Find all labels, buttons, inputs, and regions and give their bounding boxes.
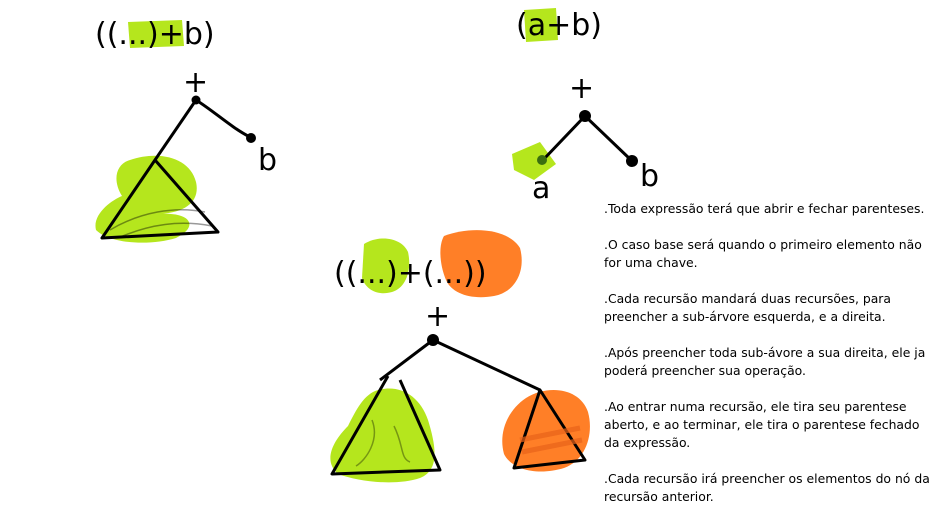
diagram-bottom: ((...)+(...)) + bbox=[330, 230, 590, 483]
expression-highlight-green bbox=[524, 8, 558, 42]
left-subtree-scribble bbox=[109, 209, 213, 239]
right-leaf-node bbox=[246, 133, 256, 143]
diagram-top-right: (a+b) + a b bbox=[512, 8, 659, 206]
left-subtree-fill-green bbox=[330, 388, 435, 483]
expression-highlight-green bbox=[128, 20, 184, 48]
edge-root-left bbox=[153, 99, 198, 161]
right-leaf-label: b bbox=[258, 143, 277, 178]
left-subtree-triangle bbox=[330, 375, 442, 476]
expression-top-right: (a+b) bbox=[516, 8, 602, 43]
note-item: .Cada recursão mandará duas recursões, p… bbox=[604, 291, 891, 324]
operator-top-left: + bbox=[183, 65, 208, 100]
root-node bbox=[427, 334, 439, 346]
expression-highlight-orange bbox=[440, 230, 522, 298]
note-item: .O caso base será quando o primeiro elem… bbox=[604, 237, 922, 270]
left-leaf-highlight-green bbox=[512, 142, 556, 180]
edge-root-right bbox=[583, 114, 633, 162]
left-subtree-triangle bbox=[100, 158, 220, 240]
root-node bbox=[191, 95, 201, 105]
note-item: .Após preencher toda sub-ávore a sua dir… bbox=[604, 345, 926, 378]
notes-panel: .Toda expressão terá que abrir e fechar … bbox=[604, 200, 934, 524]
left-leaf-label: a bbox=[532, 171, 550, 206]
edge-root-right bbox=[432, 338, 541, 392]
edge-root-left bbox=[379, 338, 434, 382]
operator-top-right: + bbox=[569, 71, 594, 106]
note-item: .Ao entrar numa recursão, ele tira seu p… bbox=[604, 399, 920, 450]
root-node bbox=[579, 110, 591, 122]
left-leaf-node bbox=[537, 155, 547, 165]
right-leaf-node bbox=[626, 155, 638, 167]
right-subtree-scribble bbox=[519, 425, 583, 455]
edge-root-left bbox=[541, 114, 587, 162]
expression-bottom: ((...)+(...)) bbox=[334, 256, 487, 291]
right-subtree-triangle bbox=[512, 388, 587, 470]
edge-root-right bbox=[195, 98, 251, 139]
note-item: .Cada recursão irá preencher os elemento… bbox=[604, 471, 930, 504]
left-subtree-scribble bbox=[355, 419, 411, 467]
operator-bottom: + bbox=[425, 299, 450, 334]
right-leaf-label: b bbox=[640, 159, 659, 194]
diagram-top-left: ((...)+b) + b bbox=[95, 17, 277, 243]
expression-top-left: ((...)+b) bbox=[95, 17, 215, 52]
note-item: .Toda expressão terá que abrir e fechar … bbox=[604, 201, 925, 216]
expression-highlight-green bbox=[362, 238, 410, 294]
